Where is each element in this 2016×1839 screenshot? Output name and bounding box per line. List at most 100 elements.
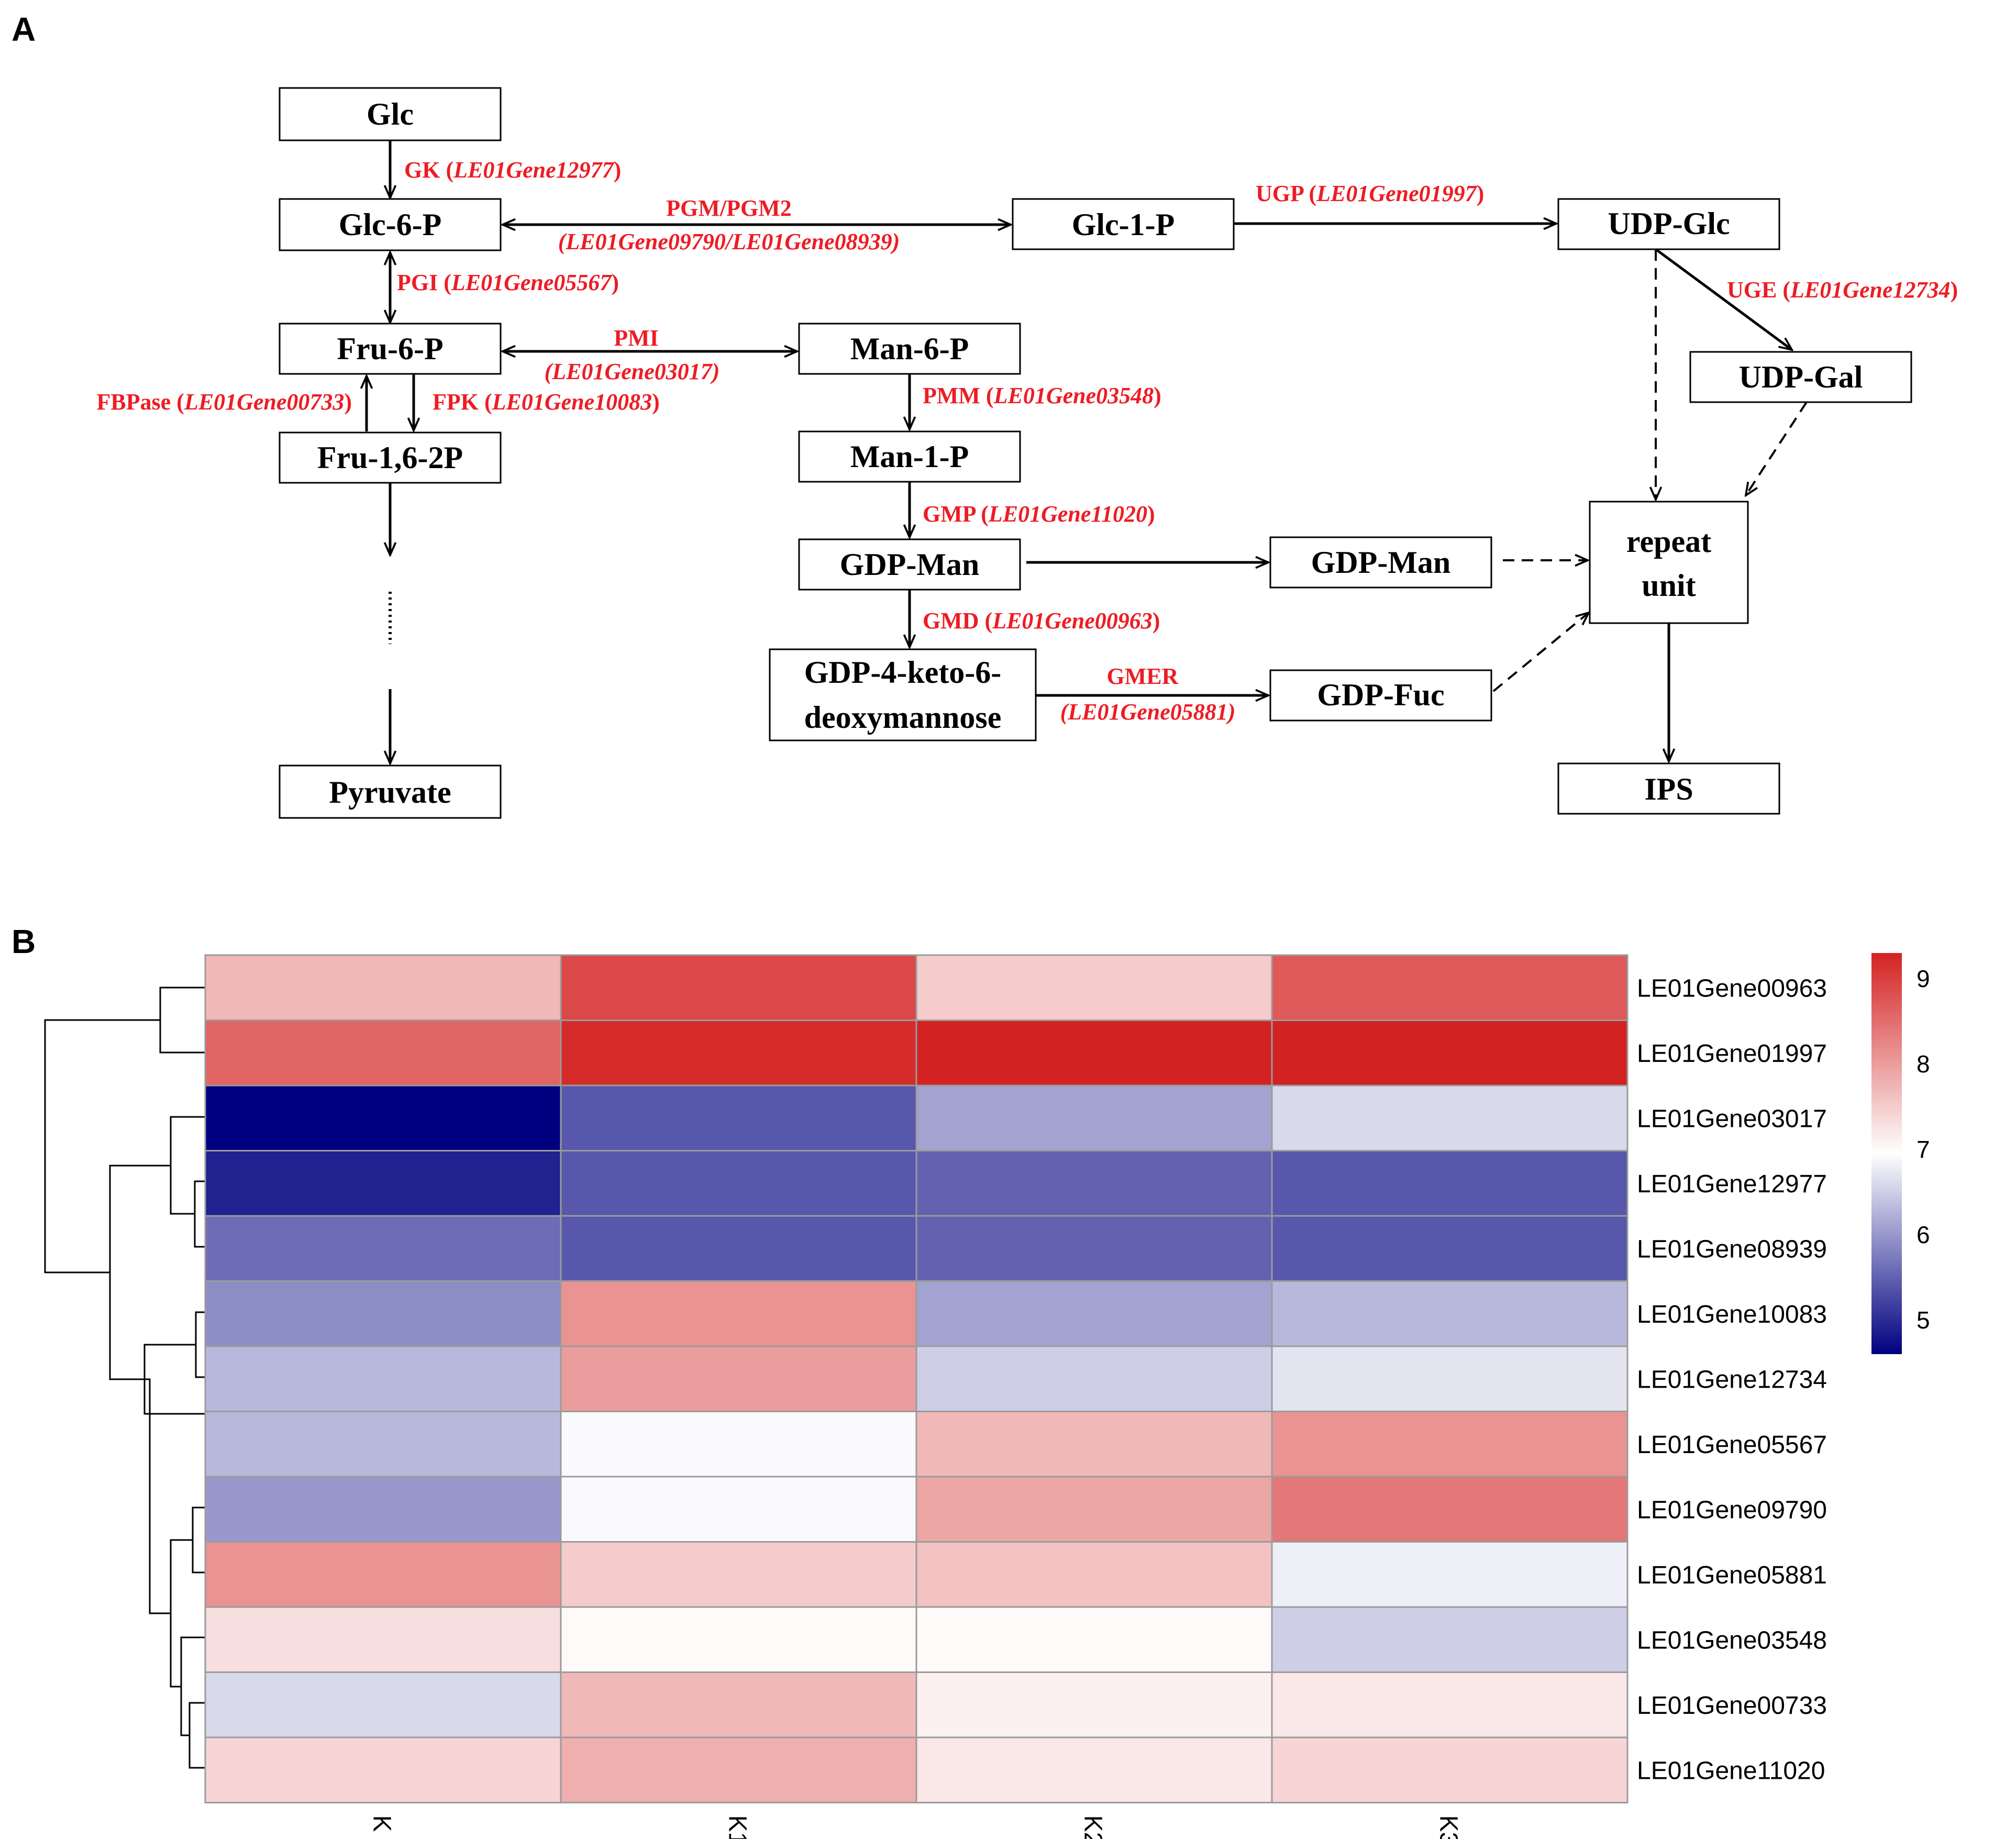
- enzyme-pgi-close: ): [611, 270, 619, 295]
- node-man1p: Man-1-P: [798, 430, 1021, 483]
- row-label-LE01Gene11020: LE01Gene11020: [1637, 1757, 1825, 1785]
- legend-tick-5: 5: [1917, 1306, 1930, 1334]
- panel-b-letter: B: [12, 923, 36, 960]
- enzyme-gk-gene: LE01Gene12977: [453, 157, 615, 183]
- heatmap-cell-LE01Gene05567-K2: [915, 1411, 1273, 1478]
- heatmap-cell-LE01Gene12977-K3: [1271, 1150, 1629, 1217]
- heatmap-cell-LE01Gene00733-K2: [915, 1671, 1273, 1738]
- node-gdpman-2: GDP-Man: [1269, 536, 1492, 589]
- heatmap-cell-LE01Gene03017-K3: [1271, 1084, 1629, 1151]
- enzyme-gmd-gene: LE01Gene00963: [992, 608, 1153, 634]
- enzyme-pmm-gene: LE01Gene03548: [993, 383, 1154, 408]
- row-label-LE01Gene05567: LE01Gene05567: [1637, 1431, 1827, 1459]
- row-label-LE01Gene12734: LE01Gene12734: [1637, 1366, 1827, 1393]
- node-udpglc-label: UDP-Glc: [1608, 206, 1730, 241]
- heatmap-cell-LE01Gene00963-K: [204, 954, 562, 1021]
- heatmap-cell-LE01Gene00963-K1: [560, 954, 917, 1021]
- enzyme-gmd-name: GMD (: [923, 608, 992, 634]
- node-glc6p-label: Glc-6-P: [339, 207, 442, 242]
- enzyme-gmer-name: GMER: [1107, 663, 1179, 689]
- heatmap-cell-LE01Gene09790-K3: [1271, 1476, 1629, 1543]
- column-label-K: K: [368, 1815, 396, 1832]
- heatmap-cell-LE01Gene11020-K1: [560, 1736, 917, 1803]
- node-man6p-label: Man-6-P: [850, 331, 969, 366]
- enzyme-pgi-gene: LE01Gene05567: [451, 270, 613, 295]
- heatmap-cell-LE01Gene00733-K1: [560, 1671, 917, 1738]
- enzyme-gmp-close: ): [1147, 501, 1155, 527]
- arrow-udpgal-repeat: [1746, 401, 1808, 495]
- heatmap-cell-LE01Gene00963-K3: [1271, 954, 1629, 1021]
- enzyme-fpk: FPK (LE01Gene10083): [433, 389, 660, 415]
- column-label-K2: K2: [1079, 1815, 1107, 1839]
- row-label-LE01Gene05881: LE01Gene05881: [1637, 1561, 1827, 1589]
- heatmap-cell-LE01Gene05567-K: [204, 1411, 562, 1478]
- enzyme-ugp-close: ): [1477, 181, 1485, 206]
- enzyme-pmm: PMM (LE01Gene03548): [923, 383, 1161, 408]
- node-repeat-unit-label-line1: repeat: [1626, 524, 1711, 559]
- heatmap-cell-LE01Gene05567-K3: [1271, 1411, 1629, 1478]
- node-fru162p: Fru-1,6-2P: [279, 431, 502, 484]
- enzyme-pgi: PGI (LE01Gene05567): [397, 270, 619, 295]
- heatmap-cell-LE01Gene05881-K: [204, 1541, 562, 1608]
- legend-tick-7: 7: [1917, 1136, 1930, 1163]
- heatmap-cell-LE01Gene03017-K2: [915, 1084, 1273, 1151]
- node-udpglc: UDP-Glc: [1557, 198, 1780, 250]
- heatmap-cell-LE01Gene03548-K1: [560, 1606, 917, 1673]
- heatmap-cell-LE01Gene12734-K1: [560, 1345, 917, 1412]
- heatmap-cell-LE01Gene12977-K: [204, 1150, 562, 1217]
- node-ips: IPS: [1557, 762, 1780, 815]
- heatmap-cell-LE01Gene03017-K1: [560, 1084, 917, 1151]
- enzyme-pgi-name: PGI (: [397, 270, 451, 295]
- node-glc: Glc: [279, 87, 502, 141]
- heatmap-cell-LE01Gene00963-K2: [915, 954, 1273, 1021]
- heatmap-cell-LE01Gene10083-K2: [915, 1280, 1273, 1347]
- node-gdpman-2-label: GDP-Man: [1311, 545, 1451, 580]
- enzyme-uge-close: ): [1951, 277, 1958, 303]
- node-repeat-unit-label-line2: unit: [1642, 568, 1696, 603]
- row-label-LE01Gene12977: LE01Gene12977: [1637, 1170, 1827, 1198]
- heatmap-cell-LE01Gene08939-K2: [915, 1215, 1273, 1282]
- row-label-LE01Gene09790: LE01Gene09790: [1637, 1496, 1827, 1524]
- column-label-K1: K1: [724, 1815, 751, 1839]
- node-repeat-unit: repeat unit: [1589, 501, 1749, 624]
- enzyme-fpk-gene: LE01Gene10083: [492, 389, 652, 415]
- heatmap-cell-LE01Gene05567-K1: [560, 1411, 917, 1478]
- enzyme-pmi-gene: (LE01Gene03017): [545, 359, 720, 384]
- row-dendrogram: [44, 987, 205, 1769]
- row-label-LE01Gene00963: LE01Gene00963: [1637, 974, 1827, 1002]
- heatmap-cell-LE01Gene01997-K3: [1271, 1020, 1629, 1087]
- node-gdp4keto: GDP-4-keto-6- deoxymannose: [769, 648, 1037, 741]
- enzyme-gk-close: ): [614, 157, 622, 183]
- arrow-gdpfuc-repeat: [1492, 613, 1589, 692]
- node-udpgal: UDP-Gal: [1689, 351, 1912, 403]
- heatmap-cell-LE01Gene00733-K: [204, 1671, 562, 1738]
- panel-b: B LE01Gene00963LE01Gene01997LE01Gene0301…: [12, 923, 1930, 1839]
- node-pyruvate: Pyruvate: [279, 765, 502, 819]
- enzyme-ugp: UGP (LE01Gene01997): [1256, 181, 1484, 206]
- enzyme-pgm-name: PGM/PGM2: [666, 195, 792, 221]
- node-gdpman-label: GDP-Man: [840, 547, 980, 582]
- panel-a-letter: A: [12, 10, 36, 48]
- node-gdpman: GDP-Man: [798, 538, 1021, 591]
- node-glc-label: Glc: [367, 97, 414, 131]
- heatmap-cell-LE01Gene12734-K: [204, 1345, 562, 1412]
- node-man1p-label: Man-1-P: [850, 439, 969, 474]
- row-label-LE01Gene03548: LE01Gene03548: [1637, 1626, 1827, 1654]
- heatmap-cell-LE01Gene01997-K2: [915, 1020, 1273, 1087]
- node-fru6p: Fru-6-P: [279, 323, 502, 375]
- heatmap-cell-LE01Gene12734-K3: [1271, 1345, 1629, 1412]
- heatmap-cell-LE01Gene11020-K2: [915, 1736, 1273, 1803]
- heatmap-cell-LE01Gene03548-K2: [915, 1606, 1273, 1673]
- enzyme-fbpase-gene: LE01Gene00733: [184, 389, 345, 415]
- heatmap-cell-LE01Gene12977-K2: [915, 1150, 1273, 1217]
- heatmap-cell-LE01Gene12734-K2: [915, 1345, 1273, 1412]
- row-label-LE01Gene00733: LE01Gene00733: [1637, 1692, 1827, 1720]
- enzyme-gmd-close: ): [1153, 608, 1160, 634]
- row-label-LE01Gene03017: LE01Gene03017: [1637, 1105, 1827, 1133]
- column-label-K3: K3: [1435, 1815, 1463, 1839]
- heatmap-cell-LE01Gene11020-K3: [1271, 1736, 1629, 1803]
- heatmap-cell-LE01Gene10083-K1: [560, 1280, 917, 1347]
- heatmap-cell-LE01Gene05881-K3: [1271, 1541, 1629, 1608]
